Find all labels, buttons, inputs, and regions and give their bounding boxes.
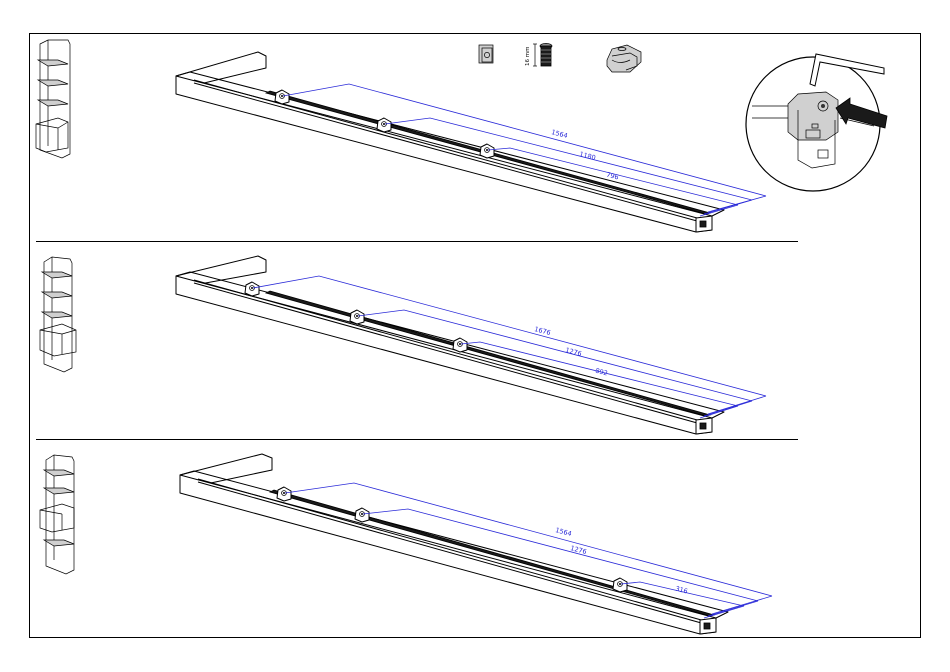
detail-callout — [746, 54, 887, 191]
rail-clip — [277, 487, 291, 501]
rail-clip — [453, 338, 467, 352]
rail-clip — [275, 90, 289, 104]
cabinet-thumbnail-3 — [40, 455, 74, 574]
rail-clip — [480, 144, 494, 158]
dimension-label: 892 — [594, 367, 608, 378]
dimension-line — [363, 509, 758, 616]
rail-groove — [198, 482, 712, 626]
dimension-label: 1676 — [533, 325, 551, 337]
rail-groove — [194, 283, 708, 426]
cabinet-thumbnail-2 — [40, 257, 76, 372]
dimension-label: 316 — [674, 585, 688, 596]
dimension-label: 1180 — [578, 150, 596, 162]
rail-body — [176, 76, 712, 232]
rail-clip — [377, 118, 391, 132]
dimension-line — [358, 310, 752, 416]
rail-clip — [350, 310, 364, 324]
dimension-line — [385, 118, 752, 214]
rail-clip — [355, 508, 369, 522]
rail-end-slot — [700, 423, 706, 429]
dimension-line — [285, 483, 772, 614]
rail-groove — [194, 280, 708, 423]
rail-clip-icon — [607, 45, 641, 72]
square-nut-icon — [479, 45, 493, 63]
rail-clip — [245, 282, 259, 296]
rail-drawing-3: 1564 1276 316 — [180, 454, 772, 634]
screw-icon — [533, 43, 552, 66]
dimension-label: 1276 — [564, 346, 582, 358]
rail-end-slot — [700, 221, 706, 227]
dimension-label: 1564 — [554, 526, 572, 538]
rail-channel — [270, 490, 714, 616]
dimension-label: 1564 — [550, 128, 568, 140]
rail-body — [176, 276, 712, 434]
cabinet-thumbnail-1 — [36, 40, 70, 158]
rail-groove — [194, 80, 708, 221]
screw-length-label: 16 mm — [525, 47, 531, 66]
rail-clip — [613, 578, 627, 592]
rail-drawing-2: 1676 1276 892 — [176, 256, 766, 434]
dimension-label: 1276 — [569, 544, 587, 556]
rail-body — [180, 475, 716, 634]
rail-channel — [266, 291, 710, 416]
rail-groove — [194, 83, 708, 224]
dimension-line — [283, 84, 766, 212]
dimension-line — [253, 276, 766, 414]
rail-groove — [198, 479, 712, 623]
rail-end-slot — [704, 623, 710, 629]
